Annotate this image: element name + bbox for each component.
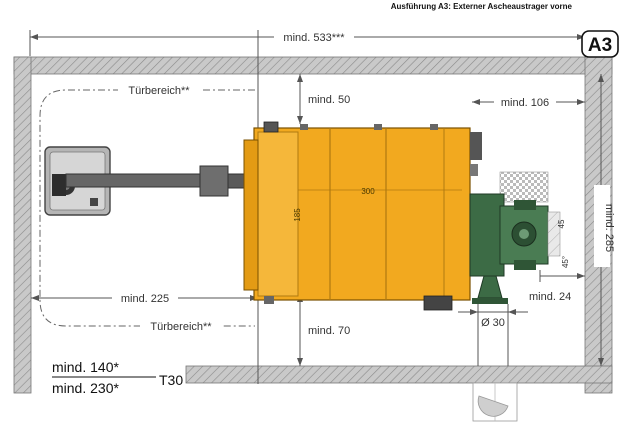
badge-label: A3 xyxy=(588,35,612,56)
dimension-total-width: mind. 533*** xyxy=(29,30,585,56)
label-width-total: mind. 533*** xyxy=(283,32,345,44)
dimension-front-gap: mind. 225 xyxy=(31,291,258,305)
wall-left xyxy=(13,56,32,394)
label-front-gap: mind. 225 xyxy=(121,293,169,305)
wall-bottom xyxy=(185,365,613,384)
label-pipe-diameter: Ø 30 xyxy=(481,317,505,329)
door-spec: mind. 140* mind. 230* T30 xyxy=(52,359,183,396)
label-bottom-gap: mind. 70 xyxy=(308,325,350,337)
label-right-gap: mind. 106 xyxy=(501,97,549,109)
door-swing xyxy=(472,382,518,422)
label-angle: 45° xyxy=(561,256,570,268)
wall-top xyxy=(13,56,613,75)
dimension-right-gap: mind. 106 xyxy=(472,95,585,109)
label-boiler-width: 300 xyxy=(361,187,375,196)
flue-clearance xyxy=(499,171,549,203)
label-door-spec-top: mind. 140* xyxy=(52,359,119,375)
burner-unit: 45 45° xyxy=(469,193,570,304)
door-area-outline: Türbereich** Türbereich** xyxy=(39,83,255,333)
label-side-gap: mind. 24 xyxy=(529,291,571,303)
ash-auger xyxy=(65,165,261,215)
label-fire-rating: T30 xyxy=(159,372,183,388)
label-door-area-top: Türbereich** xyxy=(128,85,190,97)
dimension-side-gap: mind. 24 xyxy=(529,270,585,303)
boiler: 300 185 xyxy=(243,121,482,311)
label-top-gap: mind. 50 xyxy=(308,94,350,106)
label-door-area-bottom: Türbereich** xyxy=(150,321,212,333)
dimension-top-gap: mind. 50 xyxy=(297,74,350,124)
header-title: Ausführung A3: Externer Ascheaustrager v… xyxy=(391,2,573,11)
label-height-right: mind. 285 xyxy=(603,204,615,252)
label-boiler-depth: 185 xyxy=(293,208,302,222)
dimension-pipe-diameter: Ø 30 xyxy=(458,304,528,366)
dimension-bottom-gap: mind. 70 xyxy=(297,294,350,366)
dimension-height-right: mind. 285 xyxy=(594,74,615,366)
label-flue: 45 xyxy=(557,219,566,228)
variant-badge: A3 xyxy=(581,30,619,58)
label-door-spec-bottom: mind. 230* xyxy=(52,380,119,396)
